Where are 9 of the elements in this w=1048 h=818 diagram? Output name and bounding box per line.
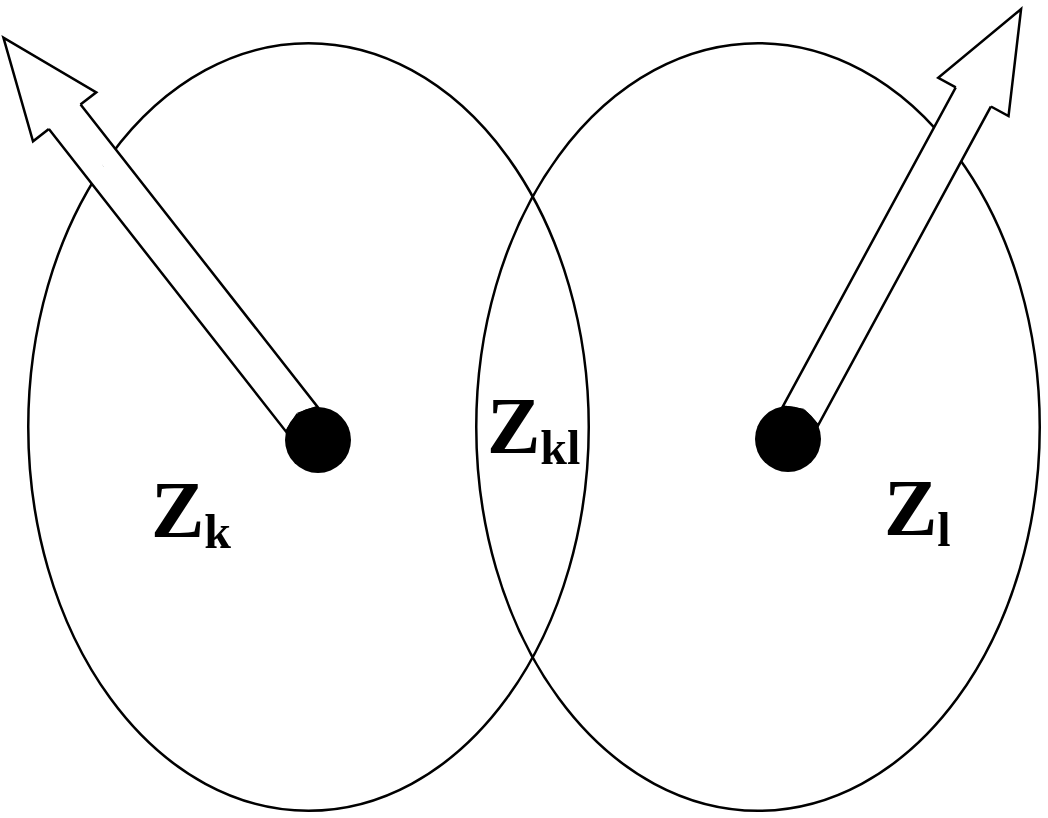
dot-icon [755,406,821,472]
arrow [780,7,1023,428]
ellipse-region [27,42,590,812]
region-label: Z$_{k}$ [151,470,232,550]
ellipse-region [475,42,1041,812]
region-label: Z$_{l}$ [884,468,951,548]
overlap-label: Z$_{kl}$ [487,386,581,466]
dot-icon [285,407,351,473]
arrow [2,36,320,434]
